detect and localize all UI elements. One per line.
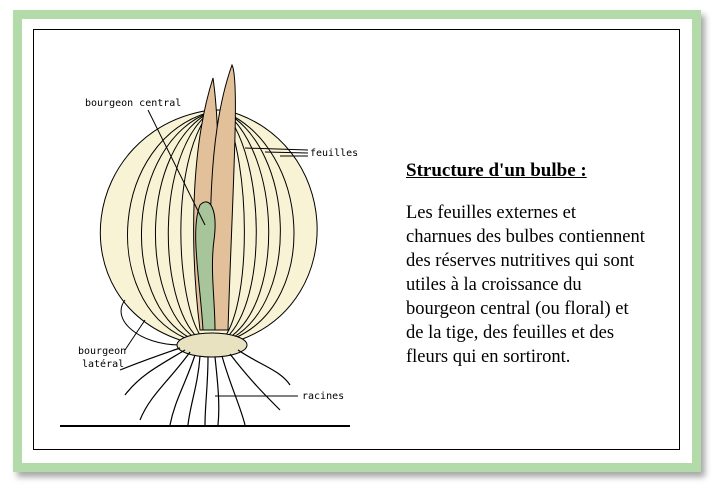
section-title: Structure d'un bulbe : — [406, 160, 587, 181]
label-lateral-bud-2: latéral — [82, 358, 124, 370]
label-leaves: feuilles — [310, 148, 358, 159]
roots — [119, 347, 291, 426]
description-text: Les feuilles externes et charnues des bu… — [406, 203, 645, 367]
bulb-illustration: bourgeon central feuilles bourgeon latér… — [60, 63, 358, 427]
basal-plate — [176, 332, 248, 358]
label-lateral-bud-1: bourgeon — [78, 346, 126, 357]
label-roots: racines — [302, 391, 344, 402]
label-central-bud: bourgeon central — [85, 98, 181, 109]
leader-lines — [124, 109, 309, 397]
central-bud — [195, 201, 216, 331]
